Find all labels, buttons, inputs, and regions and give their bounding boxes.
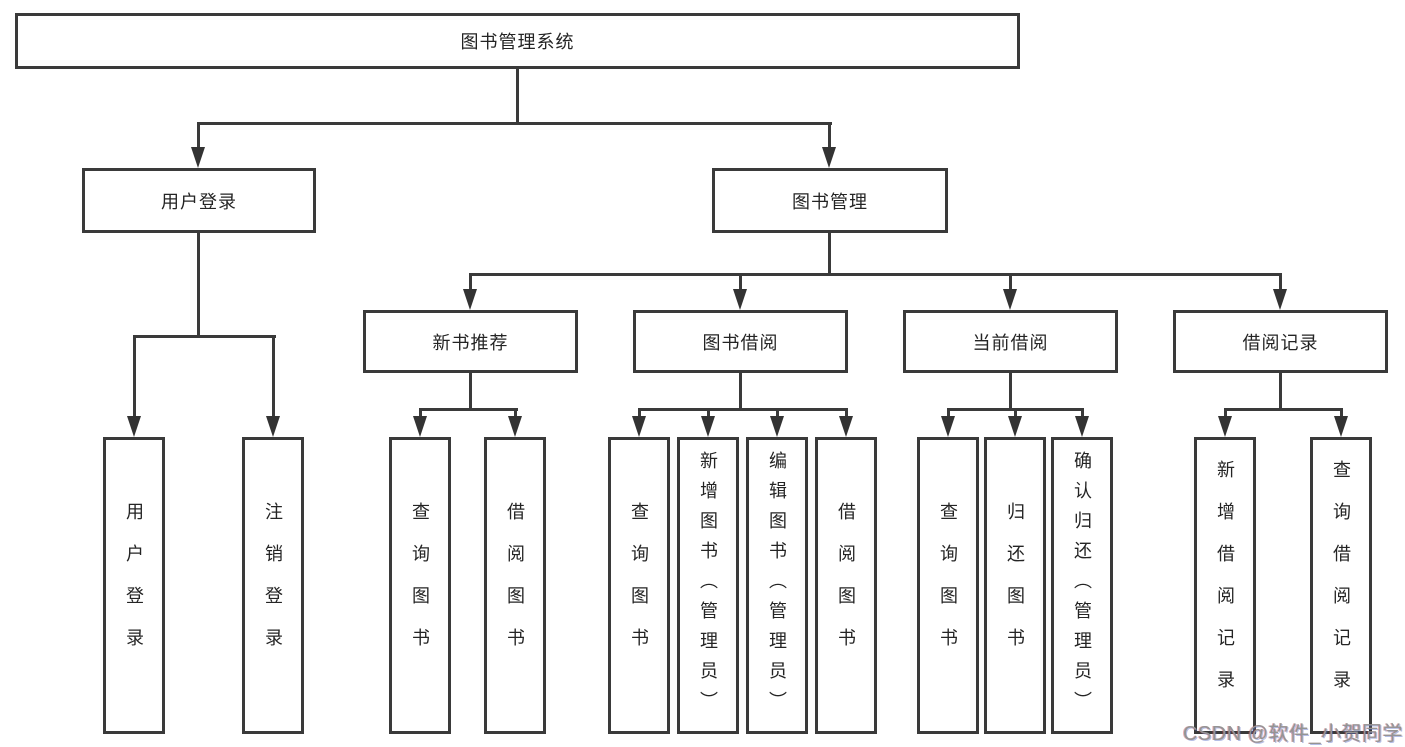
leaf-borrow-book-1-label: 借阅图书 <box>505 501 525 670</box>
connector-drop <box>272 335 275 416</box>
node-user-login-label: 用户登录 <box>161 191 237 212</box>
leaf-user-login: 用户登录 <box>103 437 165 734</box>
connector-drop <box>947 408 950 420</box>
connector-bar <box>469 273 1282 276</box>
leaf-query-book-2-label: 查询图书 <box>629 501 649 670</box>
connector-drop <box>1081 408 1084 420</box>
arrowhead-down-icon <box>266 416 280 437</box>
connector-stem <box>1009 373 1012 410</box>
connector-drop <box>739 273 742 291</box>
arrowhead-down-icon <box>770 416 784 437</box>
connector-stem <box>1279 373 1282 410</box>
node-new-book-recommend-label: 新书推荐 <box>432 332 509 353</box>
node-new-book-recommend: 新书推荐 <box>363 310 578 373</box>
leaf-query-book-1: 查询图书 <box>389 437 451 734</box>
leaf-add-book-admin-label: 新增图书（管理员） <box>698 450 718 721</box>
connector-drop <box>514 408 517 420</box>
connector-drop <box>469 273 472 291</box>
connector-drop <box>638 408 641 420</box>
node-root: 图书管理系统 <box>15 13 1020 69</box>
node-root-label: 图书管理系统 <box>460 32 575 52</box>
connector-drop <box>707 408 710 420</box>
leaf-query-book-2: 查询图书 <box>608 437 670 734</box>
connector-drop <box>419 408 422 420</box>
arrowhead-down-icon <box>463 289 477 310</box>
leaf-edit-book-admin-label: 编辑图书（管理员） <box>767 450 787 721</box>
node-current-borrow-label: 当前借阅 <box>972 332 1049 353</box>
leaf-add-borrow-record-label: 新增借阅记录 <box>1215 459 1235 712</box>
leaf-logout-label: 注销登录 <box>263 501 283 670</box>
arrowhead-down-icon <box>1273 289 1287 310</box>
leaf-return-book-label: 归还图书 <box>1005 501 1025 670</box>
arrowhead-down-icon <box>1218 416 1232 437</box>
node-book-borrow: 图书借阅 <box>633 310 848 373</box>
leaf-user-login-label: 用户登录 <box>124 501 144 670</box>
watermark: CSDN @软件_小贺同学 <box>1183 723 1404 745</box>
arrowhead-down-icon <box>1075 416 1089 437</box>
leaf-borrow-book-1: 借阅图书 <box>484 437 546 734</box>
leaf-query-book-3: 查询图书 <box>917 437 979 734</box>
node-current-borrow: 当前借阅 <box>903 310 1118 373</box>
connector-bar <box>133 335 276 338</box>
connector-drop <box>1009 273 1012 291</box>
connector-drop <box>845 408 848 420</box>
arrowhead-down-icon <box>1334 416 1348 437</box>
connector-bar <box>1224 408 1343 411</box>
arrowhead-down-icon <box>632 416 646 437</box>
node-book-borrow-label: 图书借阅 <box>702 332 779 353</box>
connector-bar <box>197 122 832 125</box>
connector-stem <box>516 68 519 124</box>
arrowhead-down-icon <box>191 147 205 168</box>
arrowhead-down-icon <box>822 147 836 168</box>
node-user-login: 用户登录 <box>82 168 316 233</box>
arrowhead-down-icon <box>1008 416 1022 437</box>
connector-drop <box>1224 408 1227 420</box>
connector-drop <box>133 335 136 416</box>
arrowhead-down-icon <box>839 416 853 437</box>
connector-drop <box>1340 408 1343 420</box>
node-book-management-label: 图书管理 <box>792 191 868 212</box>
connector-drop <box>776 408 779 420</box>
leaf-query-borrow-record-label: 查询借阅记录 <box>1331 459 1351 712</box>
connector-bar <box>638 408 848 411</box>
arrowhead-down-icon <box>508 416 522 437</box>
connector-stem <box>469 373 472 410</box>
leaf-confirm-return-admin: 确认归还（管理员） <box>1051 437 1113 734</box>
leaf-return-book: 归还图书 <box>984 437 1046 734</box>
leaf-query-book-1-label: 查询图书 <box>410 501 430 670</box>
leaf-confirm-return-admin-label: 确认归还（管理员） <box>1072 450 1092 721</box>
connector-bar <box>419 408 518 411</box>
leaf-add-book-admin: 新增图书（管理员） <box>677 437 739 734</box>
connector-drop <box>1279 273 1282 291</box>
arrowhead-down-icon <box>127 416 141 437</box>
connector-drop <box>197 122 200 150</box>
leaf-query-borrow-record: 查询借阅记录 <box>1310 437 1372 734</box>
leaf-add-borrow-record: 新增借阅记录 <box>1194 437 1256 734</box>
arrowhead-down-icon <box>1003 289 1017 310</box>
arrowhead-down-icon <box>941 416 955 437</box>
leaf-query-book-3-label: 查询图书 <box>938 501 958 670</box>
leaf-edit-book-admin: 编辑图书（管理员） <box>746 437 808 734</box>
arrowhead-down-icon <box>701 416 715 437</box>
node-book-management: 图书管理 <box>712 168 948 233</box>
connector-stem <box>197 233 200 337</box>
leaf-borrow-book-2: 借阅图书 <box>815 437 877 734</box>
connector-stem <box>828 233 831 275</box>
node-borrow-record: 借阅记录 <box>1173 310 1388 373</box>
arrowhead-down-icon <box>413 416 427 437</box>
leaf-logout: 注销登录 <box>242 437 304 734</box>
leaf-borrow-book-2-label: 借阅图书 <box>836 501 856 670</box>
connector-drop <box>1014 408 1017 420</box>
connector-stem <box>739 373 742 410</box>
node-borrow-record-label: 借阅记录 <box>1242 332 1319 353</box>
arrowhead-down-icon <box>733 289 747 310</box>
connector-drop <box>828 122 831 150</box>
